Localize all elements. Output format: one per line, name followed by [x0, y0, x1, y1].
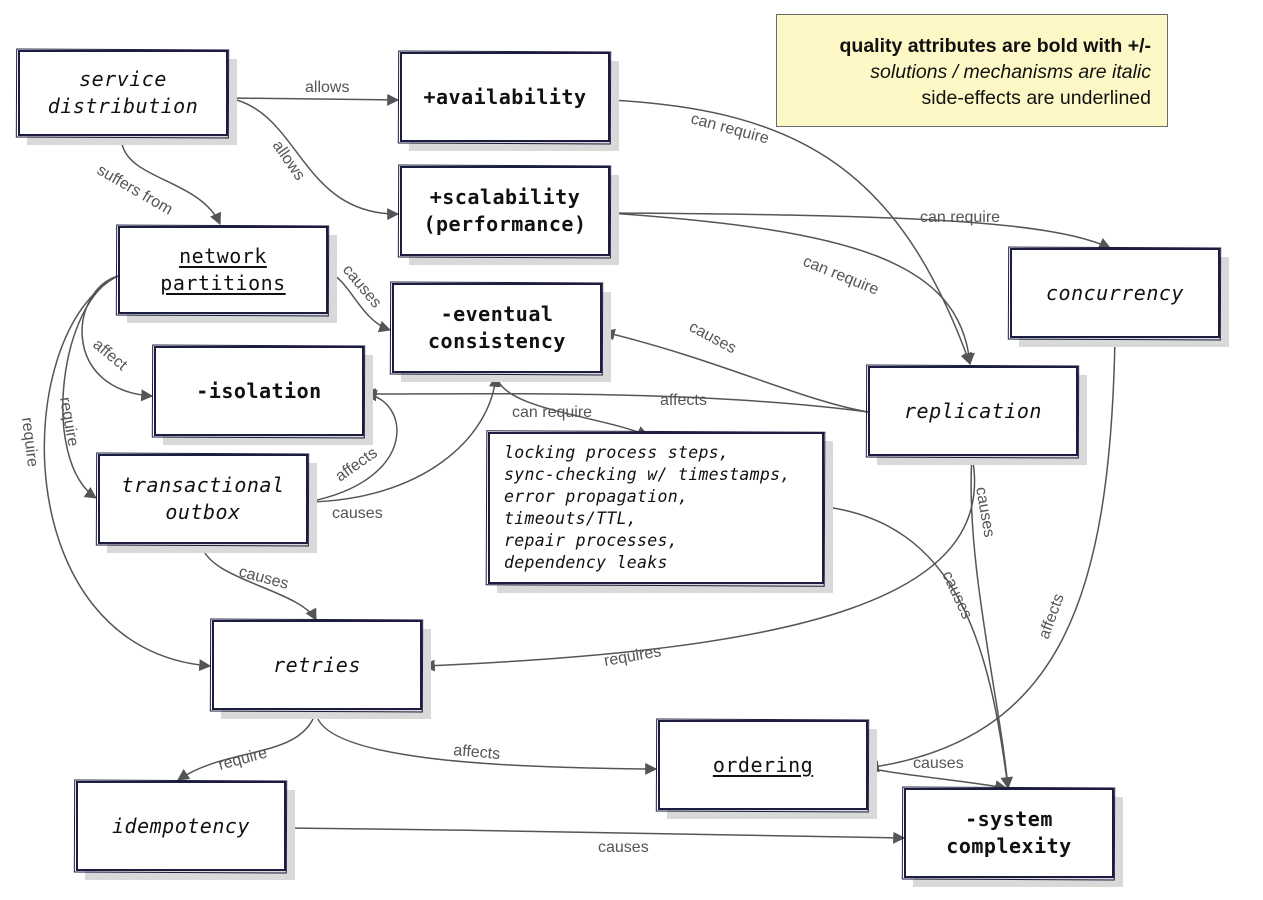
edge-retries-to-idempotency	[177, 711, 317, 781]
node-locking-line: repair processes,	[504, 531, 678, 550]
node-service: service distribution	[18, 50, 228, 136]
node-locking-line: locking process steps,	[504, 443, 730, 462]
edge-idempotency-to-complexity	[285, 827, 906, 844]
node-availability-line: +availability	[423, 84, 587, 109]
node-eventual: -eventual consistency	[392, 283, 602, 373]
edge-label-partitions-to-outbox: require	[56, 396, 81, 448]
edge-label-partitions-to-retries: require	[18, 416, 41, 468]
node-idempotency-line: idempotency	[112, 813, 250, 838]
edge-availability-to-replication	[609, 99, 972, 366]
edge-label-service-to-partitions: suffers from	[94, 162, 175, 219]
edge-label-outbox-to-retries: causes	[237, 563, 290, 593]
node-service-line: service	[79, 67, 167, 91]
edge-label-partitions-to-isolation: affect	[89, 336, 130, 374]
node-outbox-line: outbox	[165, 500, 241, 524]
edge-partitions-to-retries	[43, 275, 212, 672]
node-isolation: -isolation	[154, 346, 364, 436]
edge-label-outbox-to-eventual: causes	[332, 505, 383, 522]
node-scalability-line: (performance)	[423, 212, 587, 236]
edge-label-retries-to-ordering: affects	[453, 742, 501, 763]
edge-replication-to-complexity	[970, 455, 1013, 790]
node-ordering: ordering	[658, 720, 868, 810]
node-locking-line: dependency leaks	[504, 553, 668, 572]
edge-label-replication-to-isolation: affects	[660, 392, 707, 409]
edge-outbox-to-isolation	[307, 389, 398, 503]
edge-service-to-partitions	[121, 143, 221, 226]
edge-label-scalability-to-concurrency: can require	[920, 209, 1000, 226]
edge-ordering-to-complexity	[867, 767, 1008, 793]
edge-replication-to-isolation	[363, 387, 869, 413]
node-partitions-line: network	[179, 244, 267, 268]
edge-service-to-availability	[227, 93, 400, 106]
edge-label-replication-to-retries: requires	[603, 643, 663, 670]
legend-side-effect-line: side-effects are underlined	[921, 87, 1151, 109]
edge-label-replication-to-eventual: causes	[686, 319, 739, 358]
node-eventual-line: -eventual	[440, 302, 554, 326]
edge-label-outbox-to-isolation: affects	[333, 444, 381, 485]
node-locking: locking process steps, sync-checking w/ t…	[488, 432, 824, 584]
edge-locking-to-complexity	[817, 505, 1013, 790]
legend-solution-line: solutions / mechanisms are italic	[870, 61, 1151, 83]
edge-label-ordering-to-complexity: causes	[913, 755, 964, 772]
edge-replication-to-eventual	[602, 328, 869, 413]
edge-label-replication-to-complexity: causes	[972, 486, 998, 539]
node-locking-line: error propagation,	[504, 487, 689, 506]
edge-label-retries-to-idempotency: require	[217, 745, 270, 774]
node-partitions: network partitions	[118, 226, 328, 314]
node-partitions-line: partitions	[160, 271, 286, 295]
node-scalability: +scalability (performance)	[400, 166, 610, 256]
legend-quality-line: quality attributes are bold with +/-	[839, 35, 1152, 57]
edge-eventual-to-locking	[495, 373, 650, 438]
edge-partitions-to-outbox	[62, 275, 119, 499]
edge-partitions-to-eventual	[327, 271, 392, 333]
node-retries: retries	[212, 620, 422, 710]
node-complexity: -system complexity	[904, 788, 1114, 878]
node-isolation-line: -isolation	[196, 378, 322, 403]
edge-label-locking-to-complexity: causes	[938, 569, 975, 622]
edge-label-concurrency-to-ordering: affects	[1036, 592, 1068, 642]
node-concurrency-line: concurrency	[1046, 280, 1184, 305]
edge-scalability-to-replication	[609, 212, 975, 366]
node-replication-line: replication	[904, 398, 1042, 423]
edge-scalability-to-concurrency	[609, 212, 1112, 249]
edge-partitions-to-isolation	[81, 275, 154, 402]
node-idempotency: idempotency	[76, 781, 286, 871]
edge-concurrency-to-ordering	[866, 337, 1116, 773]
node-availability: +availability	[400, 52, 610, 142]
edge-replication-to-retries	[422, 455, 976, 672]
edge-label-eventual-to-locking: can require	[512, 404, 592, 421]
node-scalability-line: +scalability	[429, 185, 581, 209]
node-outbox-line: transactional	[121, 473, 285, 497]
node-concurrency: concurrency	[1010, 248, 1220, 338]
node-complexity-line: complexity	[946, 834, 1072, 858]
node-outbox: transactional outbox	[98, 454, 308, 544]
node-eventual-line: consistency	[428, 329, 566, 353]
node-ordering-line: ordering	[712, 752, 814, 777]
node-service-line: distribution	[47, 94, 199, 118]
edge-label-idempotency-to-complexity: causes	[598, 839, 649, 856]
edge-retries-to-ordering	[315, 711, 658, 775]
edge-outbox-to-eventual	[307, 374, 501, 503]
node-retries-line: retries	[273, 652, 361, 677]
node-locking-line: timeouts/TTL,	[504, 509, 638, 528]
edge-outbox-to-retries	[201, 545, 317, 622]
edge-label-service-to-availability: allows	[305, 79, 349, 96]
legend-box: quality attributes are bold with +/- sol…	[776, 14, 1168, 127]
edge-label-scalability-to-replication: can require	[801, 253, 882, 299]
node-locking-line: sync-checking w/ timestamps,	[504, 465, 791, 484]
edge-service-to-scalability	[227, 97, 400, 221]
node-complexity-line: -system	[965, 807, 1053, 831]
node-replication: replication	[868, 366, 1078, 456]
